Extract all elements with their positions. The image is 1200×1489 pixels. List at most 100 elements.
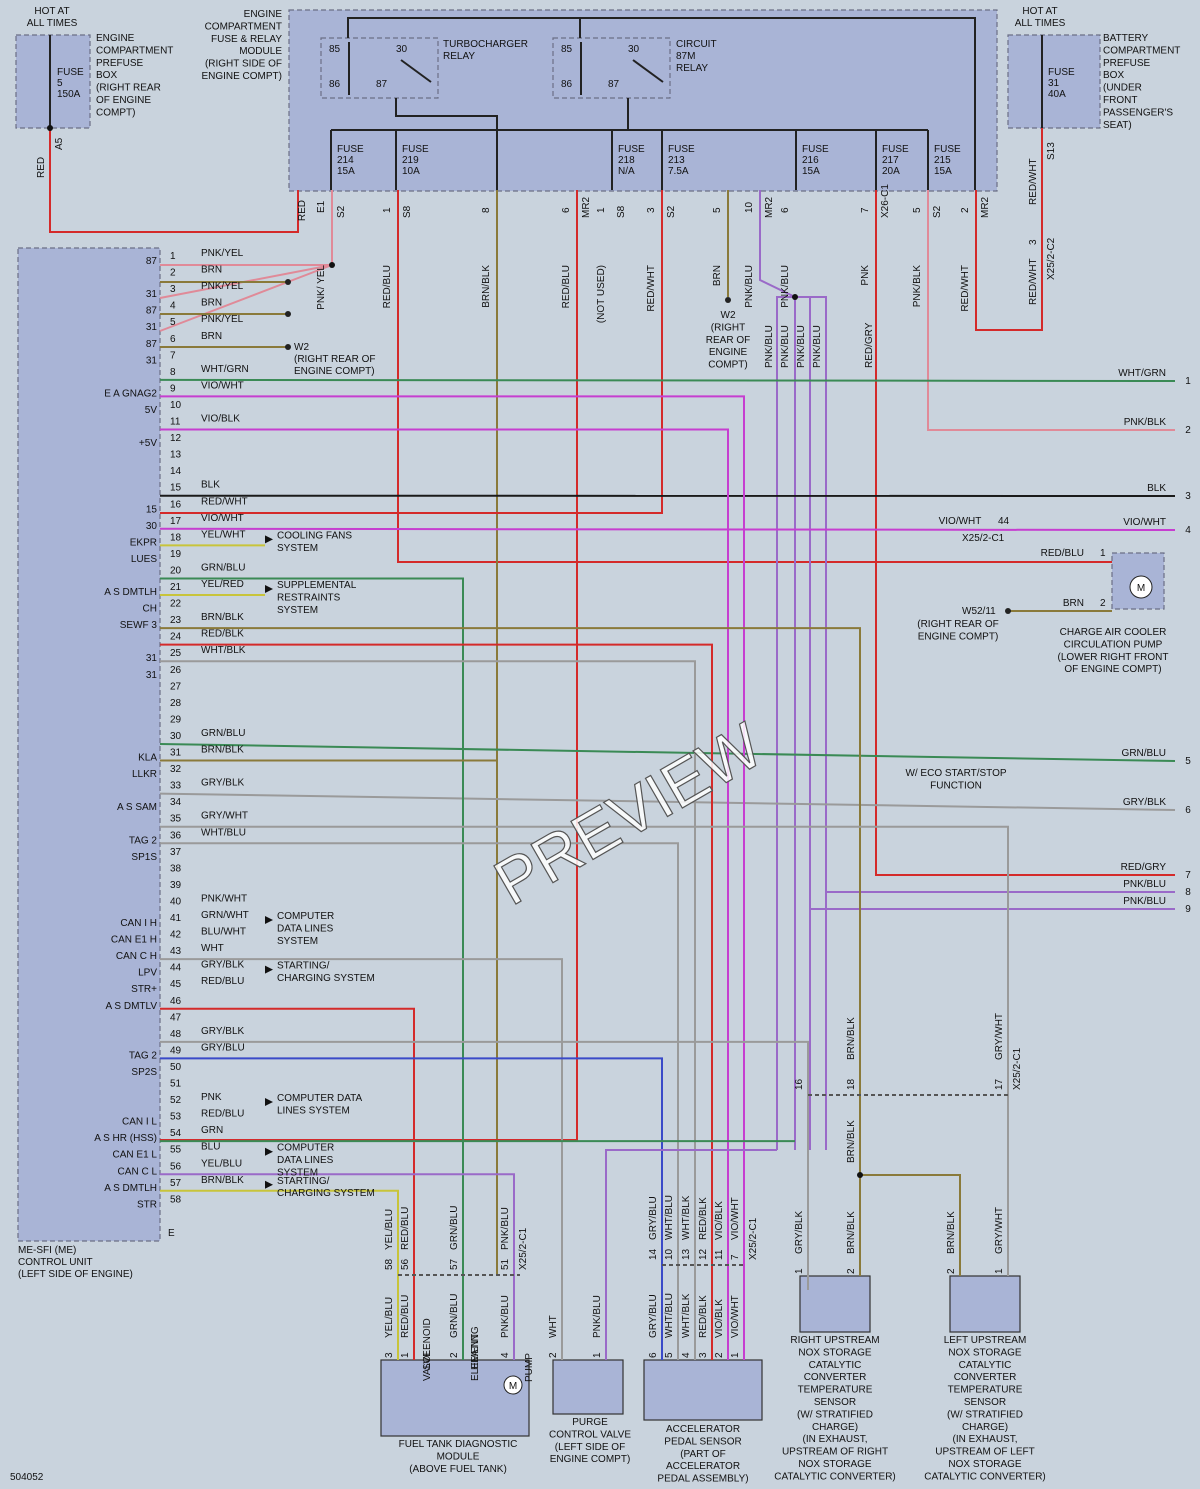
nox_left-label: CHARGE) [962, 1422, 1008, 1433]
ecu-pin-number: 17 [170, 516, 182, 527]
fuse-31-label: 31 [1048, 78, 1060, 89]
module-wire-label: RED/BLU [561, 265, 572, 308]
aps-pin-label: 14 [648, 1248, 659, 1260]
circuit-pin-86: 86 [561, 79, 573, 90]
fuse-relay-module-label: MODULE [239, 46, 282, 57]
ecu-pin-wire-label: PNK/YEL [201, 314, 244, 325]
ecu-pin-signal: KLA [138, 753, 157, 764]
module-pin-label: 5 [912, 207, 923, 213]
ecu-pin-signal: SP2S [131, 1067, 157, 1078]
module-bus-top [347, 17, 976, 190]
aps-pin-label: 3 [698, 1352, 709, 1358]
ecu-pin-wire-label: VIO/WHT [201, 380, 244, 391]
aps-wire-label: VIO/BLK [714, 1299, 725, 1338]
ecu-pin-number: 49 [170, 1045, 182, 1056]
bottom-wire-label: PNK/BLU [500, 1207, 511, 1250]
aps-wire-label: WHT/BLK [681, 1195, 692, 1240]
right-output-number: 2 [1185, 425, 1191, 436]
pump-label: (LOWER RIGHT FRONT [1058, 652, 1169, 663]
ecu-pin-wire-label: BLU [201, 1142, 220, 1153]
ecu-pin-wire-label: BRN [201, 265, 222, 276]
gry-wht-mid-label: GRY/WHT [994, 1013, 1005, 1060]
ground-icon [285, 279, 291, 285]
hot-at-all-times-right: ALL TIMES [1015, 18, 1066, 29]
fuse-213-label: 213 [668, 155, 685, 166]
module-wire-label: RED/WHT [960, 265, 971, 312]
purge-pin-label: 2 [548, 1352, 559, 1358]
module-wire-label: BRN [712, 265, 723, 286]
aps-label: PEDAL ASSEMBLY) [657, 1474, 748, 1485]
nox-right-box [799, 1275, 871, 1333]
ecu-pin-wire-label: GRY/BLK [201, 960, 244, 971]
ecu-pin-number: 51 [170, 1079, 182, 1090]
aps-pin-label: 2 [714, 1352, 725, 1358]
ecu-pin-wire-label: RED/BLU [201, 976, 244, 987]
nox_left-wire-label: BRN/BLK [946, 1211, 957, 1254]
module-conn-label: X26-C1 [880, 184, 891, 218]
ecu-pin-signal: 87 [146, 339, 158, 350]
preview-watermark: PREVIEW [482, 708, 774, 918]
solenoid-valve-label: VALVE [422, 1350, 433, 1381]
system-data3-label: DATA LINES [277, 1155, 334, 1166]
nox_right-label: UPSTREAM OF RIGHT [782, 1447, 888, 1458]
battery-prefuse-label: FRONT [1103, 95, 1137, 106]
module-pin-label: 10 [744, 201, 755, 213]
ecu-pin-signal: LPV [138, 968, 157, 979]
ecu-pin-number: 53 [170, 1112, 182, 1123]
right-output-wire-label: PNK/BLK [1124, 417, 1167, 428]
engine-prefuse-box [15, 34, 91, 129]
ecu-pin-number: 11 [170, 417, 181, 428]
right-output-number: 7 [1185, 870, 1191, 881]
system-cooling-label: SYSTEM [277, 543, 318, 554]
fuse-5-label: 5 [57, 78, 63, 89]
module-feed-turbo [395, 98, 498, 190]
bottom-wire-label: GRN/BLU [449, 1206, 460, 1250]
fuse-217-label: FUSE [882, 144, 909, 155]
prefuse-box-label: PREFUSE [96, 58, 144, 69]
ecu-pin-number: 36 [170, 830, 182, 841]
fuse-31-label: FUSE [1048, 67, 1075, 78]
ecu-pin-signal: CAN I L [122, 1117, 157, 1128]
ecu-pin-wire-label: GRY/BLK [201, 778, 244, 789]
x25-2-c2-label: X25/2-C2 [1046, 237, 1057, 280]
ecu-pin-number: 47 [170, 1012, 182, 1023]
pump-label: CHARGE AIR COOLER [1060, 627, 1167, 638]
eco-start-stop-note: W/ ECO START/STOP [905, 768, 1006, 779]
ecu-pin-signal: CAN E1 L [113, 1150, 158, 1161]
nox_right-pin-label: 2 [846, 1268, 857, 1274]
nox_left-label: NOX STORAGE [948, 1347, 1021, 1358]
ecu-pin-signal: 31 [146, 355, 158, 366]
system-data1-label: COMPUTER [277, 911, 334, 922]
ecu-pin-number: 50 [170, 1062, 182, 1073]
ecu-pin-wire-label: GRN/BLU [201, 728, 245, 739]
nox_left-wire-label: GRY/WHT [994, 1207, 1005, 1254]
ecu-pin-signal: A S DMTLV [106, 1001, 158, 1012]
bottom-pin-label: 58 [384, 1258, 395, 1270]
ecu-pin-number: 44 [170, 963, 182, 974]
vio-wht-pin9 [160, 395, 745, 1360]
aps-wire-label: VIO/WHT [730, 1295, 741, 1338]
ecu-pin-number: 41 [170, 913, 182, 924]
vio-wht-conn-label: X25/2-C1 [962, 533, 1005, 544]
ecu-pin-signal: 31 [146, 289, 158, 300]
aps-conn-label: X25/2-C1 [748, 1217, 759, 1260]
wht-blu-pin36 [160, 842, 679, 1360]
purge-label: CONTROL VALVE [549, 1429, 631, 1440]
right-output-number: 3 [1185, 491, 1191, 502]
arrow-icon [265, 965, 273, 974]
nox_left-pin-label: 2 [946, 1268, 957, 1274]
prefuse-box-label: (RIGHT REAR [96, 83, 161, 94]
nox_left-pin-label: 1 [994, 1268, 1005, 1274]
heating-element-label: ELEMENT [470, 1334, 481, 1381]
ecu-pin-wire-label: RED/WHT [201, 496, 248, 507]
module-conn-label: S2 [666, 205, 677, 218]
gry-blu-pin49 [160, 1057, 663, 1360]
circuit-relay-switch [632, 59, 664, 83]
ecu-pin-wire-label: PNK/YEL [201, 281, 244, 292]
nox_left-label: (W/ STRATIFIED [947, 1409, 1023, 1420]
pump-part-label: PUMP [524, 1353, 535, 1382]
red-wire-label: RED [36, 157, 47, 178]
aps-pin-label: 7 [730, 1254, 741, 1260]
nox_right-label: CATALYTIC CONVERTER) [774, 1471, 896, 1482]
